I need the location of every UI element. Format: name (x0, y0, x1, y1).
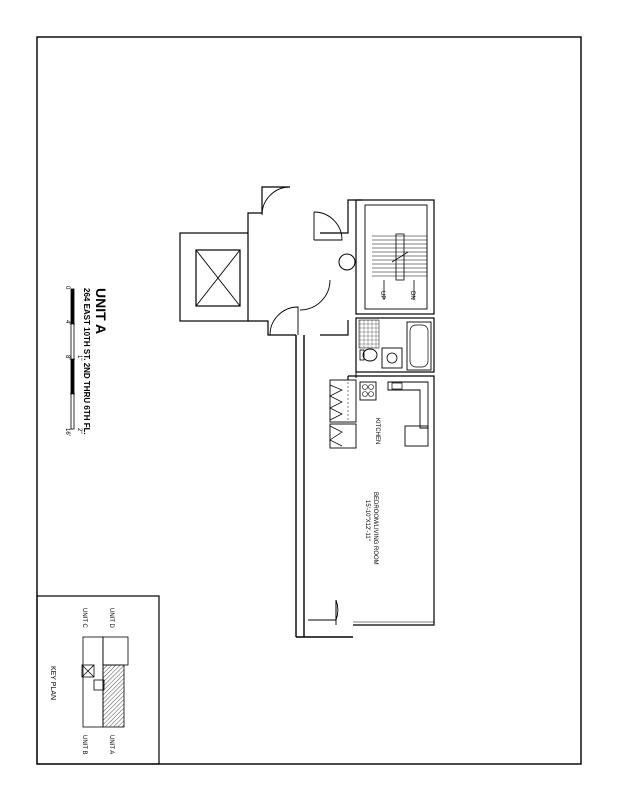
scale-tick-4: 4' (64, 320, 70, 324)
door-swing-corner (299, 279, 331, 311)
floor-plan (179, 186, 435, 638)
stair-label-up: UP (379, 291, 385, 299)
scale-tick-1in: 1" (76, 355, 82, 360)
kitchen-label: KITCHEN (374, 418, 380, 444)
bathroom-tile-floor (358, 319, 380, 349)
fixture-circle (338, 253, 356, 271)
closet-a (329, 379, 357, 423)
door-swing-top (261, 186, 291, 216)
sink (381, 347, 403, 369)
key-plan-label-unit-d: UNIT D (108, 608, 114, 629)
key-plan: KEY PLAN UNIT D UNIT C UNIT A UNIT B (36, 595, 160, 765)
scale-tick-8: 8' (64, 355, 70, 359)
living-room-label: BEDROOM/LIVING ROOM (372, 492, 378, 565)
key-plan-label-unit-a: UNIT A (108, 735, 114, 754)
living-room-walls (347, 375, 435, 626)
elevator-car (195, 249, 241, 307)
stair-well (395, 233, 405, 281)
living-room-dimensions: 15'-10"X12'-11" (364, 500, 370, 541)
kitchen-fridge (404, 425, 429, 447)
toilet (362, 348, 378, 362)
stair-label-dn: DN (409, 291, 415, 300)
lobby-walls (247, 186, 362, 336)
sheet-border (36, 36, 582, 765)
key-plan-title: KEY PLAN (49, 666, 56, 700)
key-plan-label-unit-c: UNIT C (81, 608, 87, 629)
key-plan-drawing (81, 636, 129, 728)
closet-b (329, 423, 357, 449)
scale-tick-16: 16' (64, 428, 70, 436)
stair-treads (372, 235, 427, 277)
unit-title: UNIT A (93, 288, 109, 334)
stair-enclosure (355, 199, 435, 315)
door-swing-bottom (269, 306, 299, 336)
door-swing-right (313, 211, 343, 241)
stair-break-line (391, 251, 409, 263)
scale-tick-2in: 2" (76, 428, 82, 433)
scale-tick-0: 0 (64, 286, 70, 290)
kitchen-sink (391, 382, 403, 390)
unit-address: 264 EAST 10TH ST. 2ND THRU 6TH FL. (82, 288, 91, 435)
entry-door-swing (308, 599, 339, 621)
key-plan-label-unit-b: UNIT B (81, 735, 87, 755)
kitchen-stove (359, 381, 377, 401)
scale-bar (70, 288, 75, 430)
kitchen-counter (387, 381, 429, 429)
bathtub (406, 321, 432, 371)
elevator-shaft (179, 232, 249, 322)
bathroom (355, 317, 435, 373)
